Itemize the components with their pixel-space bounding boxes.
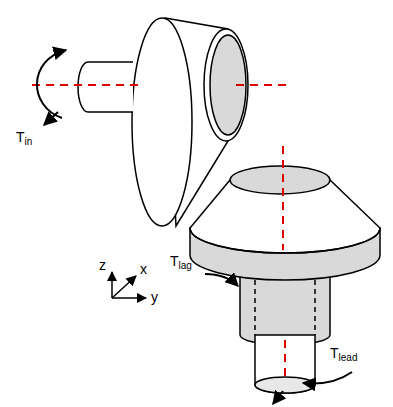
shaft-end (255, 377, 315, 393)
axis-label: z (99, 258, 106, 273)
rim-edge (190, 228, 380, 253)
torque-label: Tlag (170, 254, 192, 269)
input-shaft (78, 62, 133, 112)
torque-label: Tin (16, 130, 32, 145)
axis-label: y (151, 290, 158, 305)
torque-label: Tlead (330, 346, 357, 361)
gear-back (132, 18, 192, 226)
input-gear (78, 18, 248, 226)
axis-label: x (140, 262, 147, 277)
torque-arrow (37, 50, 352, 404)
gear-face (230, 166, 330, 194)
output-gear (190, 166, 380, 393)
output-shaft (255, 335, 315, 393)
rotation-axis (32, 85, 292, 382)
